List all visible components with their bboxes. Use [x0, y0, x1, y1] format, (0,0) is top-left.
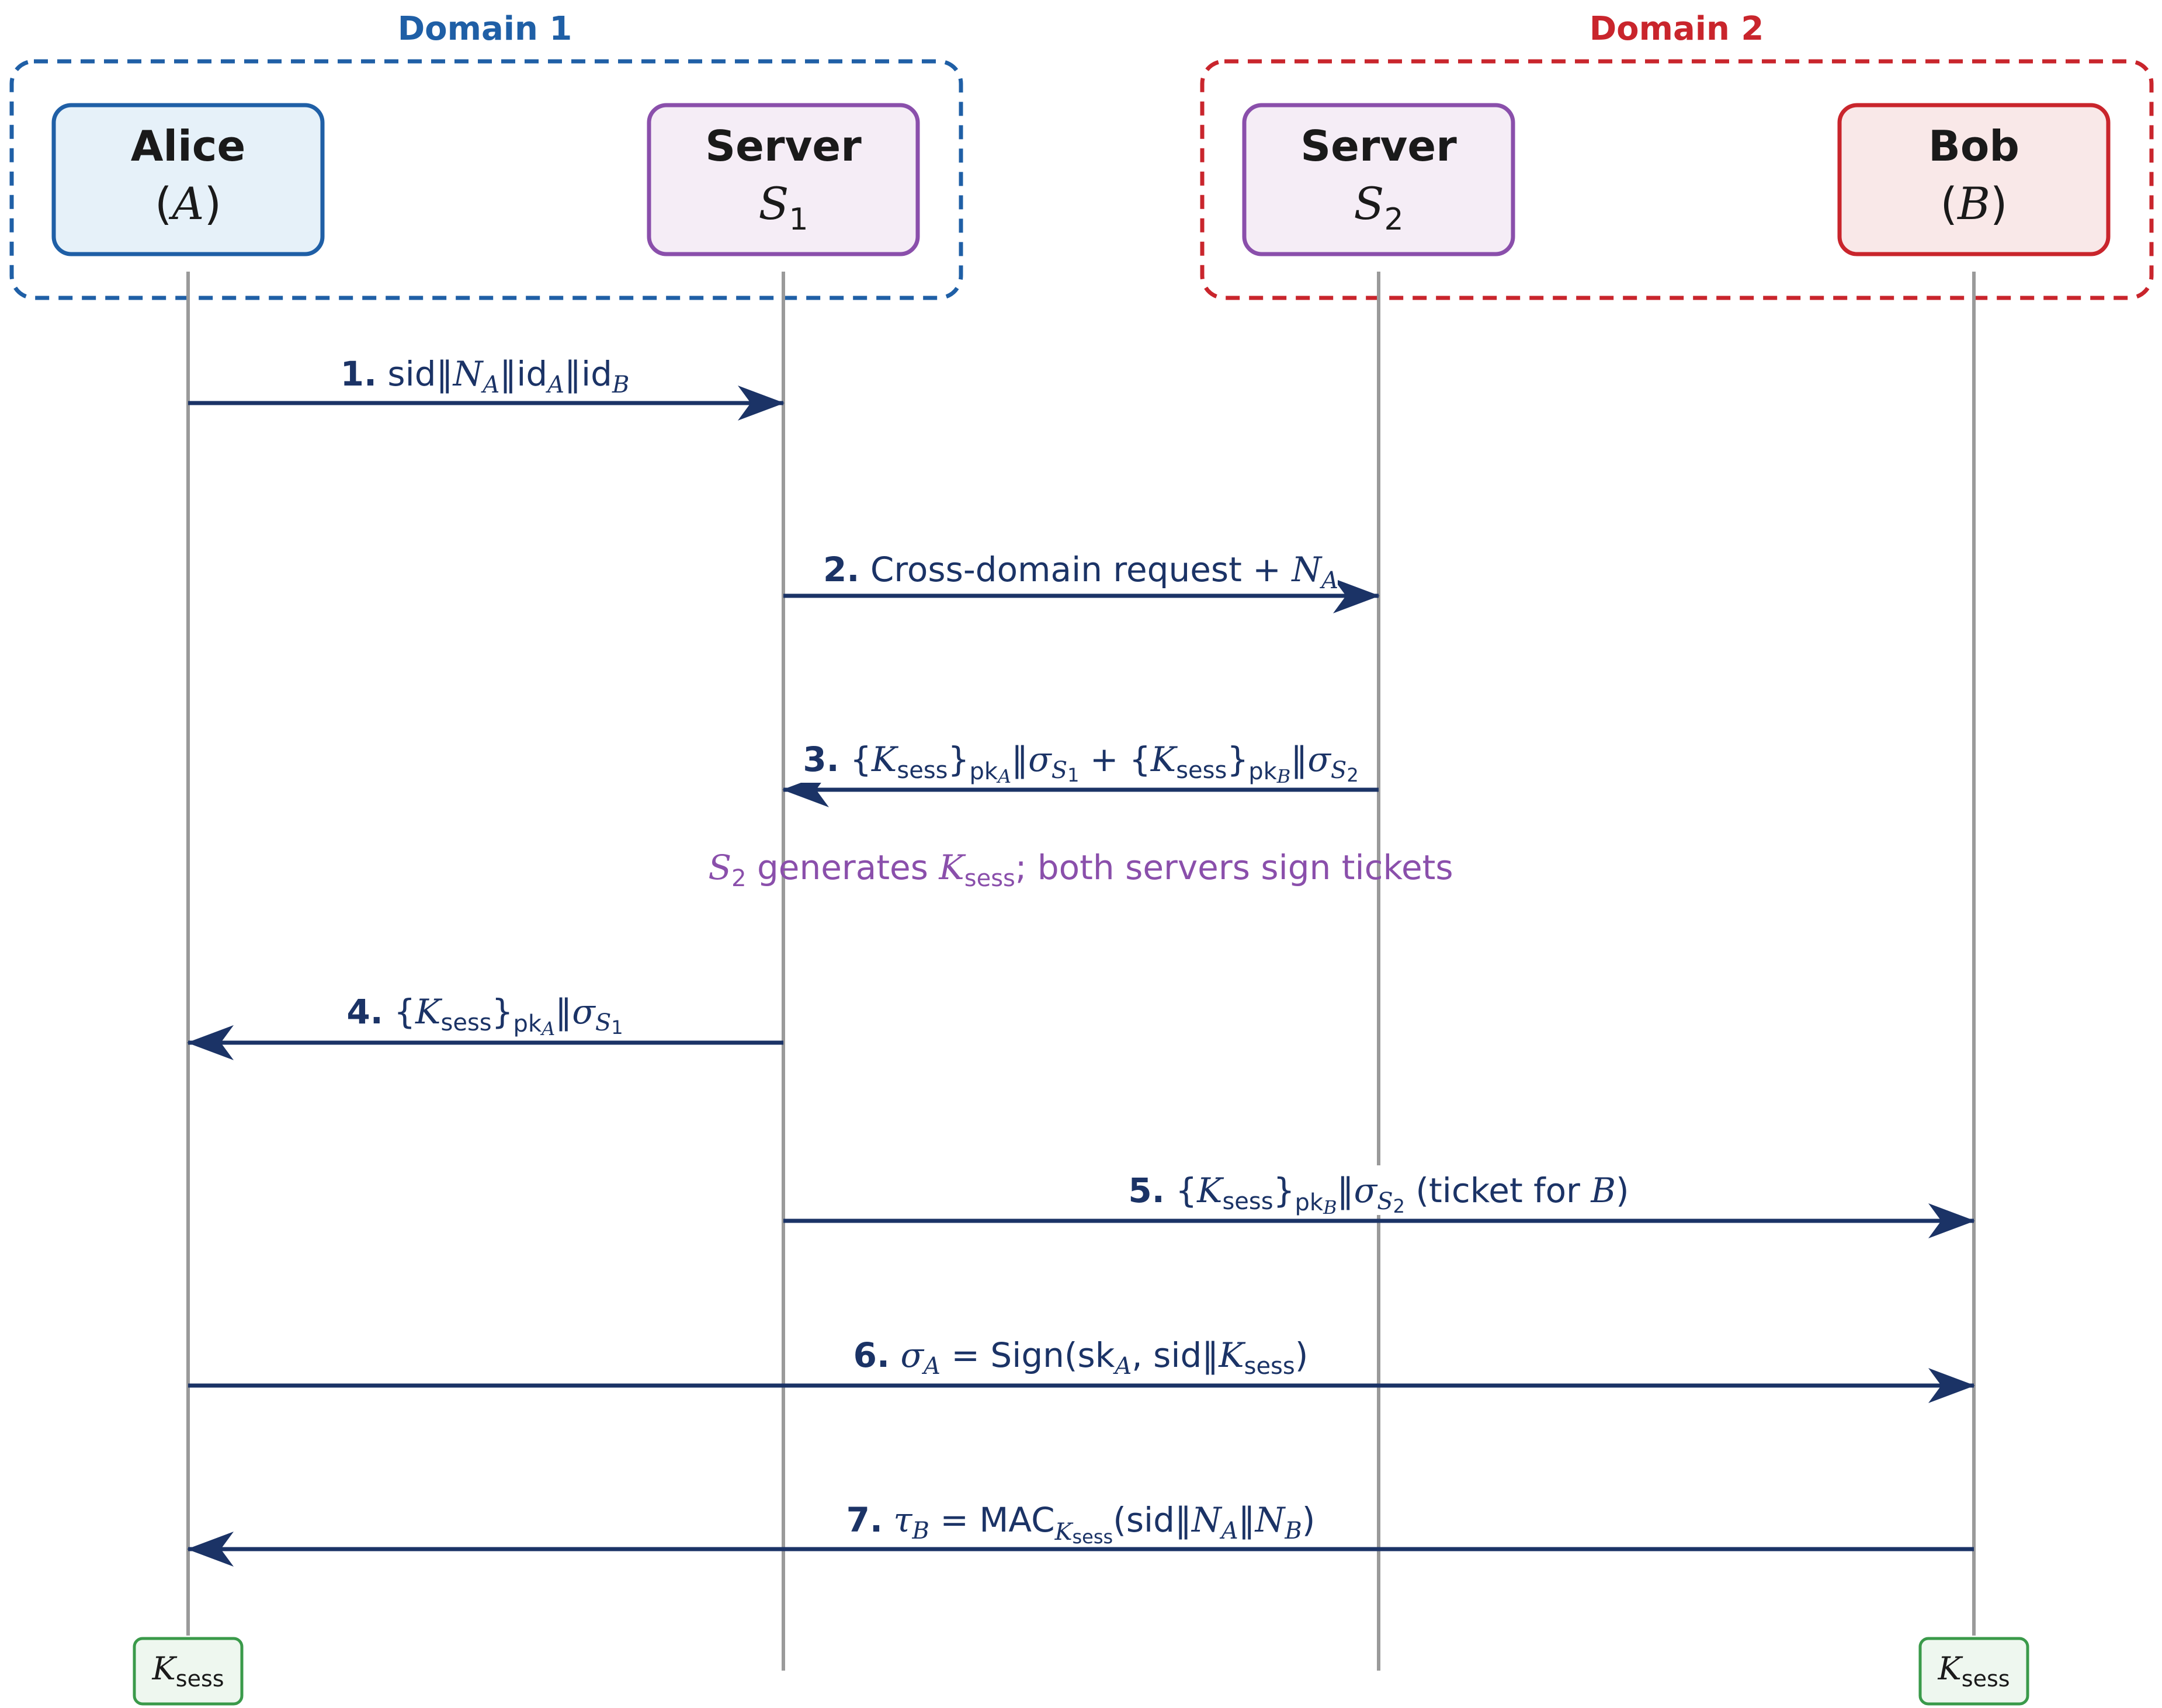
participant-server-s2: Server S2	[1242, 103, 1515, 256]
domain-2-label: Domain 2	[1590, 10, 1764, 48]
result-alice-ksess: Ksess	[133, 1637, 244, 1706]
participant-s1-symbol: S1	[758, 178, 808, 237]
message-6: 6. σA = Sign(skA, sid‖Ksess)	[188, 1329, 1975, 1403]
participant-server-s1: Server S1	[647, 103, 920, 256]
message-3: 3. {Ksess}pkA‖σS1 + {Ksess}pkB‖σS2	[782, 733, 1379, 807]
result-bob-label: Ksess	[1937, 1650, 2010, 1692]
note-server-generation: S2 generates Ksess; both servers sign ti…	[708, 848, 1453, 892]
result-alice-label: Ksess	[151, 1650, 224, 1692]
participant-s2-name: Server	[1300, 121, 1457, 171]
message-5: 5. {Ksess}pkB‖σS2 (ticket for B)	[783, 1165, 1975, 1238]
participant-alice-name: Alice	[131, 121, 246, 171]
message-1-label: 1. sid‖NA‖idA‖idB	[341, 354, 630, 398]
message-7-label: 7. τB = MACKsess(sid‖NA‖NB)	[846, 1500, 1316, 1548]
result-bob-ksess: Ksess	[1918, 1637, 2029, 1706]
message-2: 2. Cross-domain request + NA	[783, 543, 1380, 613]
participant-alice-symbol: (A)	[155, 178, 221, 230]
participant-bob-name: Bob	[1928, 121, 2019, 171]
domain-1-box	[9, 59, 963, 300]
participant-alice: Alice (A)	[51, 103, 325, 256]
participant-bob-symbol: (B)	[1940, 178, 2007, 230]
message-6-label: 6. σA = Sign(skA, sid‖Ksess)	[853, 1335, 1309, 1380]
participant-s1-name: Server	[705, 121, 862, 171]
message-2-label: 2. Cross-domain request + NA	[823, 550, 1338, 594]
participant-bob: Bob (B)	[1837, 103, 2111, 256]
participant-s2-symbol: S2	[1354, 178, 1403, 237]
message-5-label: 5. {Ksess}pkB‖σS2 (ticket for B)	[1128, 1171, 1629, 1218]
message-4: 4. {Ksess}pkA‖σS1	[187, 987, 783, 1060]
message-7: 7. τB = MACKsess(sid‖NA‖NB)	[187, 1492, 1974, 1567]
domain-2-box	[1200, 59, 2154, 300]
domain-1-label: Domain 1	[398, 10, 572, 48]
message-1: 1. sid‖NA‖idA‖idB	[188, 349, 785, 421]
